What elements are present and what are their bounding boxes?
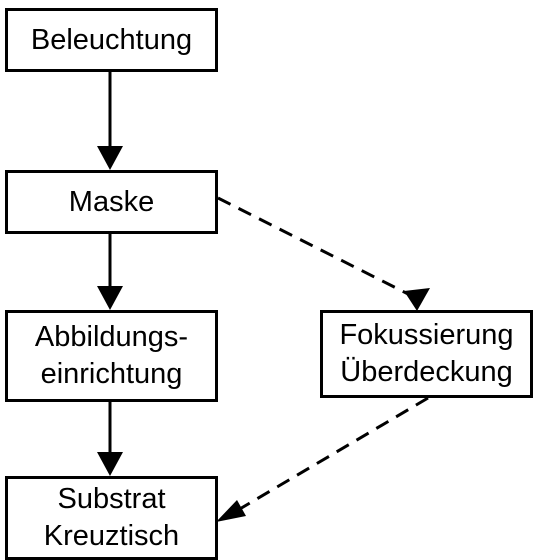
node-maske: Maske [5, 170, 218, 234]
node-beleuchtung-label: Beleuchtung [30, 23, 193, 56]
node-beleuchtung: Beleuchtung [5, 8, 218, 72]
arrowhead-fokus [404, 288, 430, 311]
node-abbildung-line-1: Abbildungs- [34, 321, 189, 353]
arrowhead-substrat-dashed [216, 500, 246, 522]
arrowhead-substrat [97, 452, 123, 476]
node-fokus-line-2: Überdeckung [340, 356, 513, 388]
arrowhead-maske [97, 146, 123, 170]
node-abbildungseinrichtung: Abbildungs- einrichtung [5, 310, 218, 402]
arrowhead-abbildung [97, 286, 123, 310]
node-fokussierung-ueberdeckung: Fokussierung Überdeckung [320, 310, 533, 398]
edge-maske-fokus [217, 196, 413, 298]
edge-fokus-substrat [237, 396, 429, 512]
node-substrat-line-1: Substrat [57, 483, 166, 515]
node-substrat-kreuztisch: Substrat Kreuztisch [5, 476, 218, 560]
node-substrat-line-2: Kreuztisch [43, 520, 180, 552]
node-maske-label: Maske [68, 185, 155, 218]
node-fokus-line-1: Fokussierung [339, 319, 514, 351]
node-abbildung-line-2: einrichtung [40, 358, 183, 390]
